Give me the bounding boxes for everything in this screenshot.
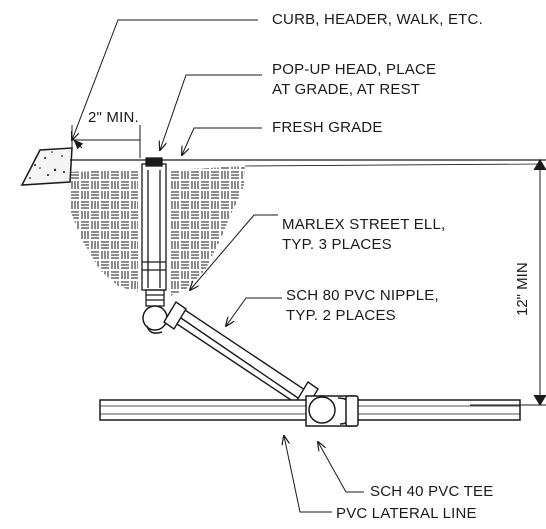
nipple-label-line2: TYP. 2 PLACES: [286, 307, 396, 324]
lateral-line: [99, 395, 521, 427]
two-inch-min-label: 2" MIN.: [88, 109, 139, 126]
sprinkler-body: [141, 157, 167, 307]
curb-block: [20, 147, 73, 186]
twelve-inch-min-label: 12" MIN: [514, 262, 531, 316]
street-ell-label-line1: MARLEX STREET ELL,: [282, 216, 446, 233]
soil-hatch: [68, 166, 245, 296]
curb-label: CURB, HEADER, WALK, ETC.: [272, 11, 483, 28]
popup-head-label-line1: POP-UP HEAD, PLACE: [272, 61, 437, 78]
street-ell-label-line2: TYP. 3 PLACES: [282, 236, 392, 253]
leader-lines: [72, 19, 364, 513]
lateral-line-label: PVC LATERAL LINE: [336, 505, 477, 522]
tee-label: SCH 40 PVC TEE: [370, 483, 494, 500]
street-ell-upper: [142, 305, 168, 334]
nipple-label-line1: SCH 80 PVC NIPPLE,: [286, 287, 439, 304]
fresh-grade-label: FRESH GRADE: [272, 119, 383, 136]
two-inch-dimension: [71, 125, 141, 158]
twelve-inch-dimension: [470, 159, 546, 406]
popup-head-label-line2: AT GRADE, AT REST: [272, 81, 421, 98]
